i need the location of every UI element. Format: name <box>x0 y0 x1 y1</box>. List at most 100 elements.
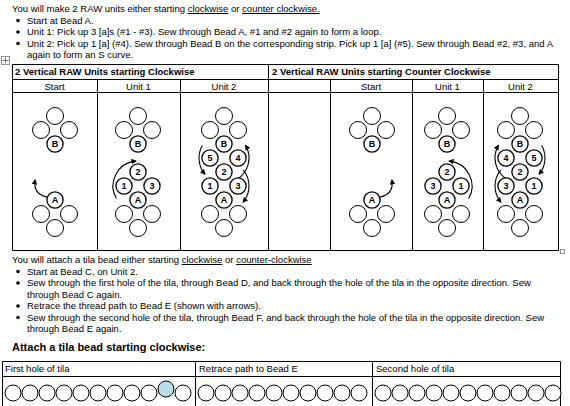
table-resize-handle <box>561 250 565 254</box>
bead <box>116 122 133 139</box>
table-rule <box>3 376 561 377</box>
bead-circle <box>47 192 63 208</box>
bullet-dot <box>16 270 20 274</box>
bead <box>426 385 442 401</box>
bead-number: 3 <box>497 177 515 195</box>
bead-circle <box>512 192 528 208</box>
bead <box>545 385 561 401</box>
bead-number: A <box>215 191 233 209</box>
bead <box>216 108 233 125</box>
labelled-bead: 3 <box>497 177 515 195</box>
labelled-bead: 1 <box>452 177 470 195</box>
instruction-step: Sew through the first hole of the tila, … <box>27 277 557 300</box>
bead <box>409 385 425 401</box>
bead <box>130 108 147 125</box>
labelled-bead: 1 <box>115 177 133 195</box>
thread-arrow <box>35 180 47 197</box>
instruction-step: Unit 1: Pick up 3 [a]s (#1 - #3). Sew th… <box>27 26 381 38</box>
labelled-bead: 2 <box>129 163 147 181</box>
column-header: Unit 1 <box>435 81 460 93</box>
bead-number: 1 <box>525 177 543 195</box>
thread-path <box>35 146 545 203</box>
bead <box>512 220 529 237</box>
instruction-step: Start at Bead C, on Unit 2. <box>27 266 138 278</box>
bead-circle <box>230 178 246 194</box>
bead-circle <box>216 192 232 208</box>
instruction-step: Start at Bead C, on Unit 2. <box>27 266 557 278</box>
column-header: Second hole of tila <box>376 363 454 375</box>
instruction-step: Unit 2: Pick up 1 [a] (#4). Sew through … <box>27 38 557 61</box>
bullet-dot <box>16 304 20 308</box>
labelled-bead: 4 <box>497 149 515 167</box>
intro-text: You will attach a tila bead either start… <box>12 254 179 266</box>
bead <box>425 206 442 223</box>
bead-number: A <box>129 191 147 209</box>
table-header: 2 Vertical RAW Units starting Clockwise <box>15 66 267 78</box>
labelled-bead: B <box>438 135 456 153</box>
bead <box>364 220 381 237</box>
bullet-dot <box>16 19 20 23</box>
bead-number: 3 <box>143 177 161 195</box>
bead-circle <box>498 150 514 166</box>
labelled-bead: 1 <box>201 177 219 195</box>
bead <box>202 122 219 139</box>
bead-number: 2 <box>215 163 233 181</box>
instruction-step: Retrace the thread path to Bead E (shown… <box>27 300 557 312</box>
column-header: Unit 1 <box>126 81 151 93</box>
labelled-bead: 2 <box>511 163 529 181</box>
column-header: Start <box>44 81 64 93</box>
bead <box>453 122 470 139</box>
labelled-bead: B <box>363 135 381 153</box>
bead-circle <box>116 178 132 194</box>
bead-number: 1 <box>452 177 470 195</box>
bead <box>61 206 78 223</box>
column-header: Unit 2 <box>180 81 268 93</box>
column-header: Start <box>12 81 97 93</box>
bead-number: 4 <box>229 149 247 167</box>
column-header: Unit 2 <box>483 81 558 93</box>
bead-circle <box>526 150 542 166</box>
table-rule <box>3 361 561 362</box>
column-header: First hole of tila <box>5 363 69 375</box>
bead <box>47 108 64 125</box>
bead-number: B <box>438 135 456 153</box>
bead-circle <box>425 178 441 194</box>
table-rule <box>180 80 181 251</box>
bead-number: 4 <box>497 149 515 167</box>
bead-circle <box>498 178 514 194</box>
bead <box>73 385 89 401</box>
bead-circle <box>512 164 528 180</box>
column-header: Unit 1 <box>412 81 483 93</box>
bead-circle <box>439 192 455 208</box>
bead-circle <box>526 178 542 194</box>
column-header: Unit 2 <box>212 81 237 93</box>
bead-number: A <box>363 191 381 209</box>
bead <box>266 385 282 401</box>
bead <box>351 385 367 401</box>
bead <box>375 385 391 401</box>
bead <box>230 206 247 223</box>
labelled-bead: 5 <box>525 149 543 167</box>
bead-number: 1 <box>115 177 133 195</box>
bead <box>202 206 219 223</box>
labelled-bead: 5 <box>201 149 219 167</box>
labelled-bead: B <box>46 135 64 153</box>
labelled-bead: A <box>215 191 233 209</box>
bead-circle <box>216 136 232 152</box>
instruction-step: Sew through the first hole of the tila, … <box>27 277 557 300</box>
intro-text: You will attach a tila bead either start… <box>12 254 557 266</box>
bead-circle <box>202 178 218 194</box>
section-heading: Attach a tila bead starting clockwise: <box>12 341 205 354</box>
labelled-bead: B <box>511 135 529 153</box>
labelled-bead: 3 <box>143 177 161 195</box>
table-header: 2 Vertical RAW Units starting Clockwise <box>15 66 195 78</box>
bead-circle <box>230 150 246 166</box>
bead-circle <box>216 164 232 180</box>
table-rule <box>13 64 559 65</box>
column-header: Second hole of tila <box>376 363 556 375</box>
column-header: Start <box>330 81 412 93</box>
instruction-step: Start at Bead A. <box>27 15 94 27</box>
instruction-step: Retrace the thread path to Bead E (shown… <box>27 300 261 312</box>
bead <box>453 206 470 223</box>
